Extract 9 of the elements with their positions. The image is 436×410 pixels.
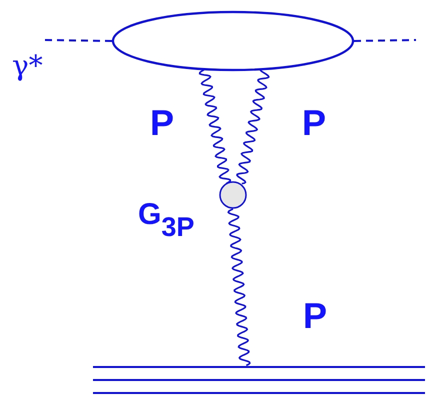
edge-label: P — [303, 298, 328, 334]
vertex-label: G$_{3P}$ — [138, 200, 194, 242]
dashed-line — [44, 39, 112, 42]
wavy-line — [198, 69, 232, 184]
wavy-line — [227, 208, 251, 366]
edge-label: P — [150, 105, 174, 141]
edge-label: P — [302, 105, 326, 141]
dashed-line — [354, 39, 416, 42]
particle-label: γ* — [12, 52, 43, 80]
